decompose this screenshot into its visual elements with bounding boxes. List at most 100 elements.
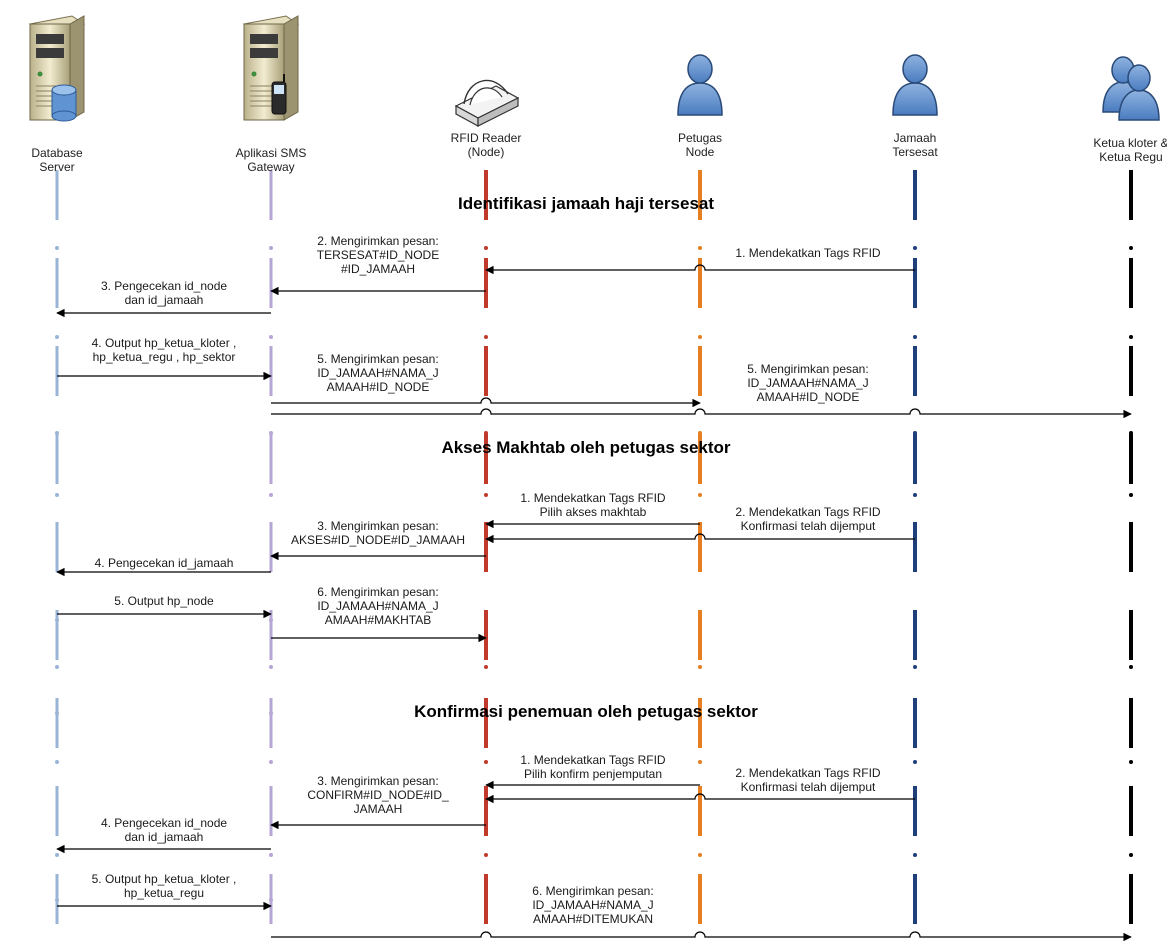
lifeline-dot (1129, 898, 1133, 902)
actor-label-line: Node (686, 145, 715, 159)
lifeline-dot (913, 493, 917, 497)
lifeline-dot (269, 431, 273, 435)
message-label-line: 5. Output hp_node (114, 594, 214, 608)
lifeline-dot (1129, 246, 1133, 250)
message-label-line: Pilih akses makhtab (540, 505, 647, 519)
lifeline-dot (1129, 853, 1133, 857)
actor-label-line: Ketua kloter & (1093, 136, 1167, 150)
message-label-line: ID_JAMAAH#NAMA_J (532, 898, 653, 912)
lifeline-dot (55, 493, 59, 497)
lifeline-dot (698, 335, 702, 339)
message-label-line: 5. Output hp_ketua_kloter , (92, 872, 237, 886)
lifeline-dot (55, 853, 59, 857)
message-label-line: ID_JAMAAH#NAMA_J (747, 376, 868, 390)
actor-label-line: Database (31, 146, 83, 160)
lifeline-dot (269, 760, 273, 764)
lifeline-dot (698, 246, 702, 250)
lifeline-dot (269, 665, 273, 669)
actor-label-ketua: Ketua kloter &Ketua Regu (1093, 136, 1167, 164)
message-arrow-gw-to-petugas (271, 397, 701, 408)
message-label-line: 3. Mengirimkan pesan: (317, 774, 438, 788)
message-label: 2. Mengirimkan pesan:TERSESAT#ID_NODE#ID… (317, 234, 439, 276)
message-label-line: AKSES#ID_NODE#ID_JAMAAH (291, 533, 465, 547)
lifeline-dot (913, 711, 917, 715)
message-label-line: 2. Mengirimkan pesan: (317, 234, 438, 248)
lifeline-dot (698, 898, 702, 902)
section-title-1: Identifikasi jamaah haji tersesat (458, 194, 714, 213)
lifeline-dot (484, 246, 488, 250)
lifeline-dot (1129, 711, 1133, 715)
actor-label-line: RFID Reader (451, 131, 522, 145)
message-label-line: AMAAH#DITEMUKAN (533, 912, 653, 926)
actor-label-line: Ketua Regu (1099, 150, 1162, 164)
message-label-line: Konfirmasi telah dijemput (741, 519, 876, 533)
lifeline-dot (484, 760, 488, 764)
message-label-line: ID_JAMAAH#NAMA_J (317, 599, 438, 613)
message-label-line: 5. Mengirimkan pesan: (317, 352, 438, 366)
message-arrow-jamaah-to-rfid (485, 533, 915, 544)
message-label-line: 2. Mendekatkan Tags RFID (735, 766, 881, 780)
lifeline-dot (698, 853, 702, 857)
message-label: 1. Mendekatkan Tags RFID (735, 246, 881, 260)
lifeline-dot (698, 618, 702, 622)
message-label-line: #ID_JAMAAH (341, 262, 415, 276)
message-label-line: AMAAH#ID_NODE (757, 390, 860, 404)
message-label-line: dan id_jamaah (125, 830, 204, 844)
message-label-line: ID_JAMAAH#NAMA_J (317, 366, 438, 380)
message-label: 5. Output hp_ketua_kloter ,hp_ketua_regu (92, 872, 237, 900)
message-arrow-gw-to-ketua (271, 408, 1132, 419)
section-title-2: Akses Makhtab oleh petugas sektor (441, 438, 730, 457)
message-label: 3. Mengirimkan pesan:CONFIRM#ID_NODE#ID_… (307, 774, 449, 816)
message-label-line: dan id_jamaah (125, 293, 204, 307)
message-label-line: 6. Mengirimkan pesan: (532, 884, 653, 898)
rfid-reader-icon (454, 79, 520, 128)
message-label: 5. Output hp_node (114, 594, 214, 608)
message-label-line: 4. Pengecekan id_jamaah (95, 556, 234, 570)
lifeline-dot (913, 853, 917, 857)
actor-label-line: Server (39, 160, 74, 174)
message-label-line: 1. Mendekatkan Tags RFID (735, 246, 881, 260)
person-icon (677, 54, 723, 116)
lifeline-dot (913, 898, 917, 902)
actor-label-line: Gateway (247, 160, 294, 174)
actor-label-rfid: RFID Reader(Node) (451, 131, 522, 159)
message-label-line: hp_ketua_regu (124, 886, 204, 900)
lifeline-dot (698, 760, 702, 764)
lifeline-dot (913, 431, 917, 435)
database-server-icon (28, 15, 86, 122)
lifeline-dot (484, 665, 488, 669)
message-label-line: Pilih konfirm penjemputan (524, 767, 662, 781)
person-icon (892, 54, 938, 116)
lifeline-dot (484, 853, 488, 857)
message-label: 4. Pengecekan id_jamaah (95, 556, 234, 570)
lifeline-dot (55, 618, 59, 622)
lifeline-dot (913, 246, 917, 250)
lifeline-dot (484, 431, 488, 435)
lifeline-dot (269, 898, 273, 902)
lifeline-dot (484, 898, 488, 902)
lifeline-dot (269, 335, 273, 339)
actor-label-line: Jamaah (894, 131, 937, 145)
sms-gateway-server-icon (242, 15, 300, 121)
lifeline-dot (698, 493, 702, 497)
actor-icons-layer (28, 15, 1160, 128)
message-label-line: JAMAAH (354, 802, 403, 816)
message-label-line: AMAAH#ID_NODE (327, 380, 430, 394)
lifeline-dot (55, 711, 59, 715)
lifeline-dot (269, 493, 273, 497)
message-label: 3. Mengirimkan pesan:AKSES#ID_NODE#ID_JA… (291, 519, 465, 547)
section-title-3: Konfirmasi penemuan oleh petugas sektor (414, 702, 758, 721)
actor-label-line: Petugas (678, 131, 722, 145)
message-label-line: CONFIRM#ID_NODE#ID_ (307, 788, 449, 802)
lifeline-dot (55, 665, 59, 669)
lifeline-dot (484, 493, 488, 497)
lifeline-dot (698, 665, 702, 669)
